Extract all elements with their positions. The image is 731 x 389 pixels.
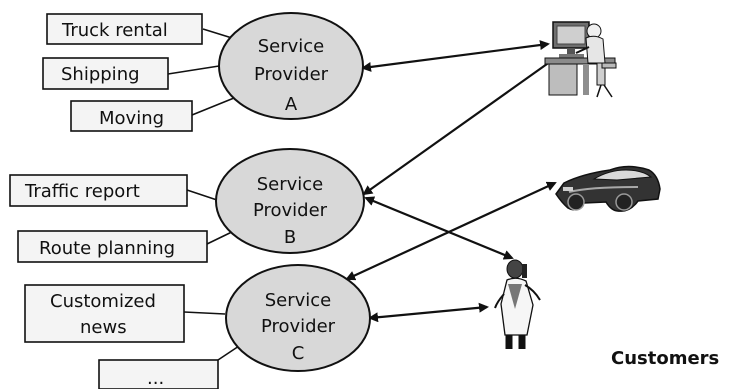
provider-c-line1: Service [265, 290, 332, 311]
arrow-provider-a-desktop-user [361, 40, 550, 72]
service-label-shipping: Shipping [61, 64, 140, 85]
connector-customized-news-provider-c [183, 311, 226, 315]
service-label-traffic-report: Traffic report [24, 181, 140, 202]
service-provider-a: Service Provider A [218, 12, 364, 120]
service-box-customized-news: Customized news [24, 284, 185, 343]
arrow-provider-b-desktop-user [362, 57, 556, 196]
service-provider-c: Service Provider C [225, 264, 371, 372]
provider-a-line2: Provider [254, 64, 329, 85]
customers-label: Customers [611, 348, 719, 369]
service-box-traffic-report: Traffic report [9, 174, 188, 207]
mobile-phone-user-icon [494, 259, 541, 349]
provider-b-line2: Provider [253, 200, 328, 221]
service-box-shipping: Shipping [42, 57, 169, 90]
service-label-customized-news-line1: Customized [50, 291, 156, 312]
service-provider-b: Service Provider B [215, 148, 365, 254]
arrow-provider-c-mobile-user [368, 302, 489, 323]
arrow-provider-b-mobile-user [364, 196, 514, 260]
connector-more-services-provider-c [217, 345, 240, 361]
service-box-more: ... [98, 359, 219, 389]
provider-c-line2: Provider [261, 316, 336, 337]
provider-a-letter: A [285, 94, 298, 115]
connector-truck-rental-provider-a [202, 28, 233, 39]
car-icon [555, 165, 661, 212]
service-box-moving: Moving [70, 100, 193, 132]
service-label-moving: Moving [99, 108, 164, 129]
service-label-more: ... [147, 368, 164, 389]
service-box-route-planning: Route planning [17, 230, 208, 263]
provider-a-line1: Service [258, 36, 325, 57]
service-label-customized-news-line2: news [80, 317, 127, 338]
service-label-route-planning: Route planning [39, 238, 175, 259]
connector-moving-provider-a [191, 97, 235, 116]
service-label-truck-rental: Truck rental [61, 20, 168, 41]
provider-b-letter: B [284, 227, 296, 248]
arrow-provider-c-car [345, 181, 557, 281]
provider-b-line1: Service [257, 174, 324, 195]
service-box-truck-rental: Truck rental [46, 13, 203, 45]
desktop-user-icon [544, 21, 617, 98]
connector-shipping-provider-a [167, 65, 220, 75]
provider-c-letter: C [292, 343, 305, 364]
